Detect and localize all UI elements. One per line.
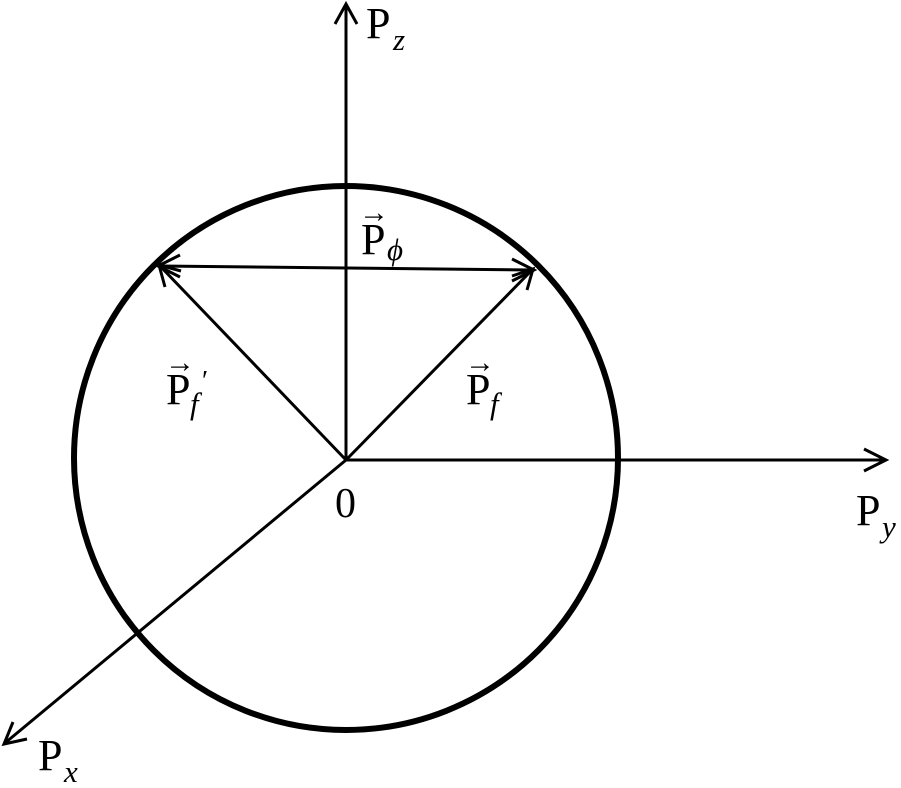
pz-axis-label: P z — [366, 0, 405, 57]
p-f-prime-label-prime: ′ — [202, 366, 208, 397]
p-f-label-subscript: f — [490, 386, 503, 421]
p-f-vector-arrow-glyph: → — [465, 346, 495, 379]
p-f-vector — [344, 268, 534, 462]
px-axis-label: P x — [38, 731, 78, 788]
py-label-subscript: y — [879, 509, 896, 544]
p-f-prime-vector — [158, 264, 348, 462]
p-phi-vector-arrow-glyph: → — [359, 196, 389, 229]
p-phi-vector — [159, 264, 533, 272]
p-f-prime-label: → P f ′ — [165, 346, 208, 421]
p-f-prime-vector-arrow-glyph: → — [165, 346, 195, 379]
p-f-label: → P f — [465, 346, 503, 421]
pz-arrowhead — [333, 0, 359, 25]
px-label-main: P — [38, 731, 62, 780]
px-arrowhead — [1, 721, 28, 747]
py-axis-label: P y — [856, 486, 896, 544]
p-f-prime-label-main: P — [166, 365, 190, 414]
px-axis — [4, 458, 347, 745]
p-f-prime-arrowhead — [156, 262, 182, 288]
p-phi-label-main: P — [361, 215, 385, 264]
p-phi-label-subscript: ϕ — [387, 232, 403, 267]
px-label-subscript: x — [63, 754, 78, 788]
pz-label-subscript: z — [392, 22, 405, 57]
origin-label: 0 — [335, 481, 356, 527]
p-phi-label: → P ϕ — [359, 196, 403, 267]
py-arrowhead — [863, 447, 890, 473]
p-f-arrowhead — [511, 266, 536, 291]
pz-label-main: P — [366, 0, 390, 48]
py-label-main: P — [856, 486, 880, 535]
p-f-label-main: P — [466, 365, 490, 414]
